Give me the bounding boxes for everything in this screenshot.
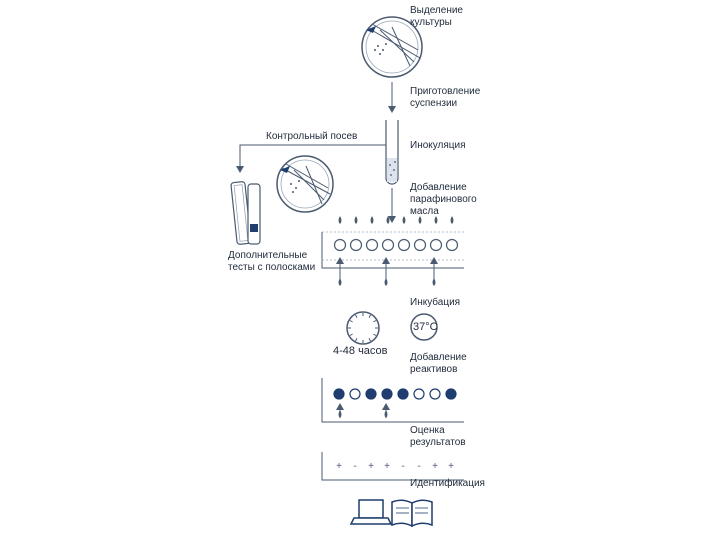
- clock-tick: [368, 338, 371, 342]
- label-suspension: Приготовление суспензии: [410, 86, 481, 109]
- label-control-culture: Контрольный посев: [266, 131, 358, 142]
- paraffin-drop: [434, 216, 438, 224]
- label-duration: 4-48 часов: [333, 345, 388, 357]
- well: [349, 238, 363, 252]
- well: [381, 238, 395, 252]
- laptop-icon: [349, 499, 393, 525]
- microplate-reagents: [321, 378, 464, 423]
- result-sign: +: [432, 461, 438, 472]
- microplate-inoculation: [321, 231, 464, 286]
- well-filled: [381, 388, 393, 400]
- well-filled: [333, 388, 345, 400]
- label-paraffin: Добавление парафинового масла: [410, 182, 477, 217]
- well: [397, 238, 411, 252]
- well: [365, 238, 379, 252]
- arrow-control-culture: [236, 144, 386, 173]
- well-empty: [429, 388, 441, 400]
- result-sign: -: [401, 461, 404, 472]
- petri-dish-icon: [361, 16, 423, 78]
- book-icon: [391, 499, 433, 528]
- clock-tick: [349, 320, 353, 323]
- label-extra-tests: Дополнительные тесты с полосками: [228, 250, 316, 273]
- paraffin-drop: [450, 216, 454, 224]
- label-temperature: 37°C: [413, 321, 438, 333]
- well: [333, 238, 347, 252]
- temperature-circle: [410, 313, 438, 341]
- result-sign: +: [384, 461, 390, 472]
- label-incubation: Инкубация: [410, 297, 461, 308]
- well-empty: [349, 388, 361, 400]
- clock-tick: [355, 338, 358, 342]
- clock-tick: [373, 320, 377, 323]
- paraffin-drop: [402, 216, 406, 224]
- clock-tick: [349, 333, 353, 336]
- label-reagents: Добавление реактивов: [410, 352, 467, 375]
- clock-tick: [373, 333, 377, 336]
- well: [445, 238, 459, 252]
- clock-icon: [346, 311, 380, 345]
- petri-dish-icon: [276, 155, 334, 213]
- paraffin-drop: [418, 216, 422, 224]
- clock-tick: [368, 314, 371, 318]
- result-sign: +: [448, 461, 454, 472]
- paraffin-drop: [370, 216, 374, 224]
- result-sign: +: [336, 461, 342, 472]
- label-identification: Идентификация: [410, 478, 485, 489]
- paraffin-drops: [338, 216, 454, 224]
- test-tube-icon: [385, 120, 399, 185]
- test-strip-tubes-icon: [230, 181, 261, 245]
- well: [413, 238, 427, 252]
- paraffin-drop: [338, 216, 342, 224]
- result-sign: -: [353, 461, 356, 472]
- paraffin-drop: [354, 216, 358, 224]
- label-evaluation: Оценка результатов: [410, 425, 466, 448]
- result-sign: -: [417, 461, 420, 472]
- clock-tick: [355, 314, 358, 318]
- well-filled: [397, 388, 409, 400]
- paraffin-drop: [386, 216, 390, 224]
- result-sign: +: [368, 461, 374, 472]
- well-filled: [445, 388, 457, 400]
- results-row: [321, 452, 464, 481]
- label-isolation: Выделение культуры: [410, 5, 463, 28]
- well-filled: [365, 388, 377, 400]
- label-inoculation: Инокуляция: [410, 140, 466, 151]
- well: [429, 238, 443, 252]
- well-empty: [413, 388, 425, 400]
